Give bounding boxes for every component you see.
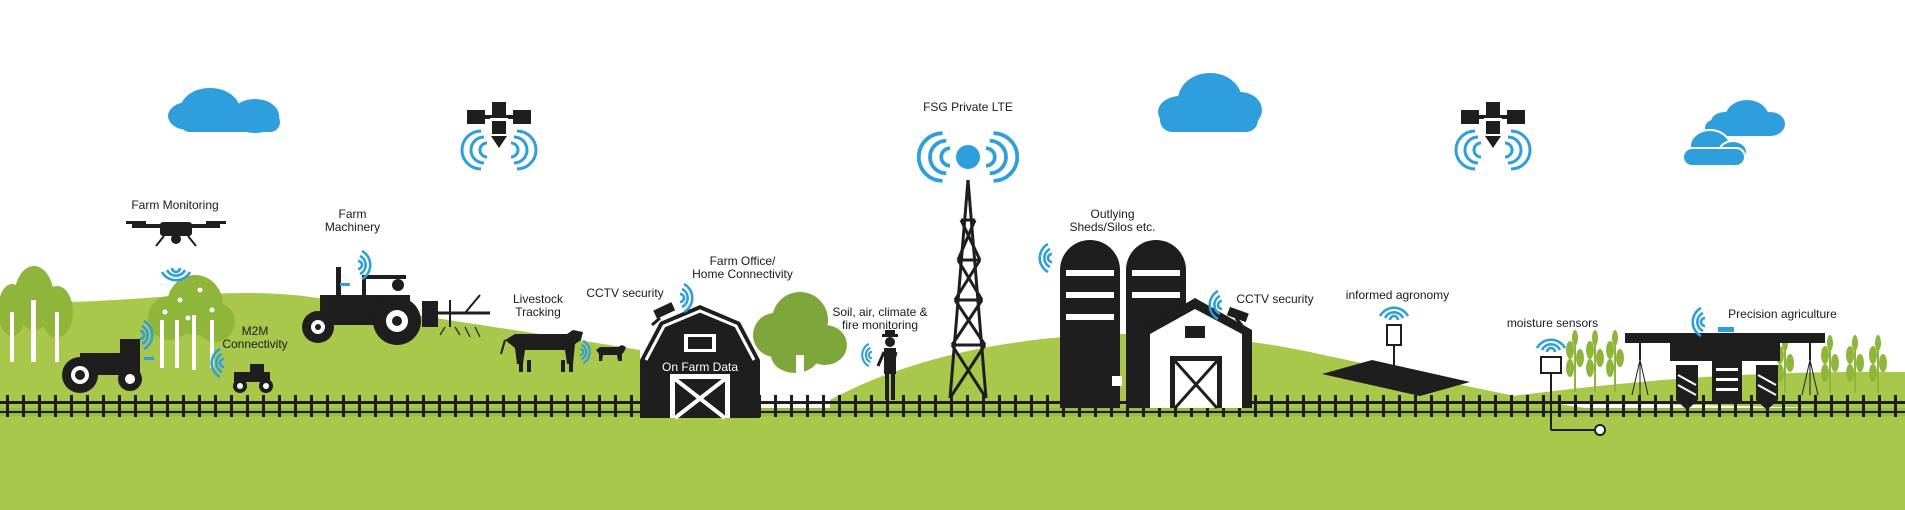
label-line-1: Farm [338,207,367,221]
label-line-1: Livestock [512,292,564,306]
label-outlying-sheds: Outlying Sheds/Silos etc. [1055,208,1170,234]
label-line-2: Tracking [515,305,561,319]
label-informed-agronomy: informed agronomy [1335,289,1460,302]
label-line-2: Connectivity [222,337,288,351]
label-text: Precision agriculture [1728,307,1837,321]
label-line-2: Machinery [324,220,381,234]
satellite-icon [460,102,538,171]
wifi-signal-icon [861,342,874,368]
cloud-icon [1158,73,1262,132]
label-text: moisture sensors [1506,316,1599,330]
label-line-1: Outlying [1090,207,1135,221]
label-line-1: Farm Office/ [709,254,776,268]
wifi-signal-icon [1038,242,1054,274]
sensor-icon [1540,356,1606,436]
solar-panel-icon [1322,324,1470,396]
label-line-2: fire monitoring [841,318,919,332]
label-line-2: Home Connectivity [692,267,793,281]
barn-icon [1140,298,1252,409]
label-farm-monitoring: Farm Monitoring [115,199,235,212]
label-text: CCTV security [1236,292,1314,306]
label-cctv-security-1: CCTV security [580,287,670,300]
satellite-icon [1454,102,1532,171]
irrigation-machine-icon [1625,327,1825,410]
label-line-1: M2M [241,324,269,338]
label-text: Farm Monitoring [131,198,219,212]
label-precision-agriculture: Precision agriculture [1720,308,1845,321]
label-line-2: Sheds/Silos etc. [1069,220,1156,234]
label-on-farm-data: On Farm Data [655,361,745,374]
cow-icon [596,345,626,361]
label-livestock-tracking: Livestock Tracking [498,293,578,319]
tree-group-left [0,266,235,370]
label-cctv-security-2: CCTV security [1230,293,1320,306]
label-text: On Farm Data [661,360,739,374]
m2m-vehicle-icon [233,364,273,393]
cow-icon [500,330,583,372]
cloud-icon [1682,100,1785,167]
label-line-1: Soil, air, climate & [832,305,928,319]
label-text: CCTV security [586,286,664,300]
tractor-icon [302,267,490,345]
tree-icon [753,292,847,400]
label-fsg-private-lte: FSG Private LTE [913,101,1023,114]
label-text: FSG Private LTE [923,100,1013,114]
cloud-icon [168,88,280,133]
drone-icon [126,221,226,282]
field-foreground [0,410,1905,510]
label-moisture-sensors: moisture sensors [1500,317,1605,330]
tractor-icon [62,339,154,393]
wifi-signal-icon [1691,306,1707,338]
label-farm-machinery: Farm Machinery [300,208,405,234]
wifi-signal-icon [1535,338,1567,354]
farmer-icon [876,330,898,400]
wifi-signal-icon [356,249,372,281]
label-m2m-connectivity: M2M Connectivity [210,325,300,351]
barn-icon [640,302,760,420]
landscape [0,292,1905,510]
cell-tower-icon [916,131,1020,399]
wifi-signal-icon [678,282,694,314]
label-soil-monitoring: Soil, air, climate & fire monitoring [820,306,940,332]
wifi-signal-icon [1378,306,1410,322]
label-text: informed agronomy [1345,288,1450,302]
label-farm-office: Farm Office/ Home Connectivity [680,255,805,281]
